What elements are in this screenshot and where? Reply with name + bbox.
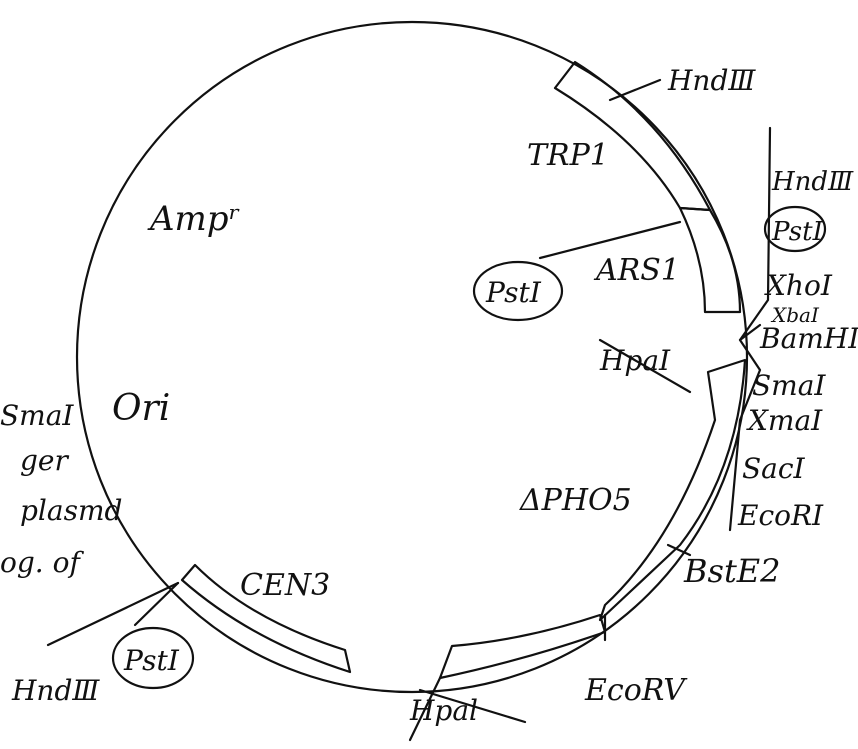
pstI-center-label: PstI: [485, 276, 542, 309]
left-note-line2: ger: [20, 444, 69, 477]
bsteII-line: [666, 543, 692, 557]
pstI-center-circle: [472, 260, 564, 322]
hindIII-bottom-line: [46, 581, 180, 647]
ampr-label: Ampʳ: [147, 199, 240, 239]
bsteII-label: BstE2: [683, 552, 781, 590]
cen3-segment: [180, 563, 352, 674]
polylinker-sacI: SacI: [742, 452, 806, 485]
pstI-bottom-label: PstI: [123, 644, 180, 677]
polylinker-bracket: [728, 126, 772, 532]
polylinker-arrow: [738, 323, 762, 342]
polylinker-xmaI: XmaI: [746, 404, 823, 437]
plasmid-backbone-circle: [75, 20, 749, 694]
left-note-line4: og. of: [0, 546, 84, 579]
polylinker-smaI: SmaI: [752, 369, 826, 402]
ars1-segment: [678, 206, 742, 314]
pstI-bottom-line: [133, 581, 180, 627]
polylinker-xhoI: XhoI: [764, 269, 833, 302]
left-note-line1: SmaI: [0, 399, 74, 432]
pho5-segment: [598, 358, 747, 622]
polylinker-xbaI: XbaI: [770, 303, 820, 327]
ori-label: Ori: [112, 388, 170, 429]
hindIII-top-label: HndⅢ: [667, 64, 756, 97]
trp1-label: TRP1: [527, 138, 609, 173]
hpaI-lower-label: Hpal: [409, 694, 478, 727]
pstI-polylinker-circle: [763, 205, 827, 253]
polylinker-ecoRI: EcoRI: [737, 499, 824, 532]
hindIII-top-line: [608, 78, 662, 102]
pstI-bottom-circle: [111, 626, 195, 690]
ars1-label: ARS1: [593, 253, 680, 288]
ecorv-label: EcoRV: [584, 673, 688, 708]
apho5-label: ΔPHO5: [519, 483, 632, 518]
left-note-line3: plasmd: [20, 494, 122, 527]
cen3-label: CEN3: [240, 568, 330, 603]
hpaI-lower-line: [408, 676, 442, 742]
polylinker-pstI: PstI: [771, 217, 824, 247]
hpaI-lower-strike: [418, 688, 527, 724]
lower-segment: [438, 613, 607, 680]
pstI-center-line: [538, 220, 682, 260]
hindIII-bottom-label: HndⅢ: [11, 674, 100, 707]
polylinker-bamHI: BamHI: [759, 322, 858, 355]
polylinker-hindIII: HndⅢ: [771, 167, 854, 197]
hpaI-upper-strike: [598, 338, 692, 394]
